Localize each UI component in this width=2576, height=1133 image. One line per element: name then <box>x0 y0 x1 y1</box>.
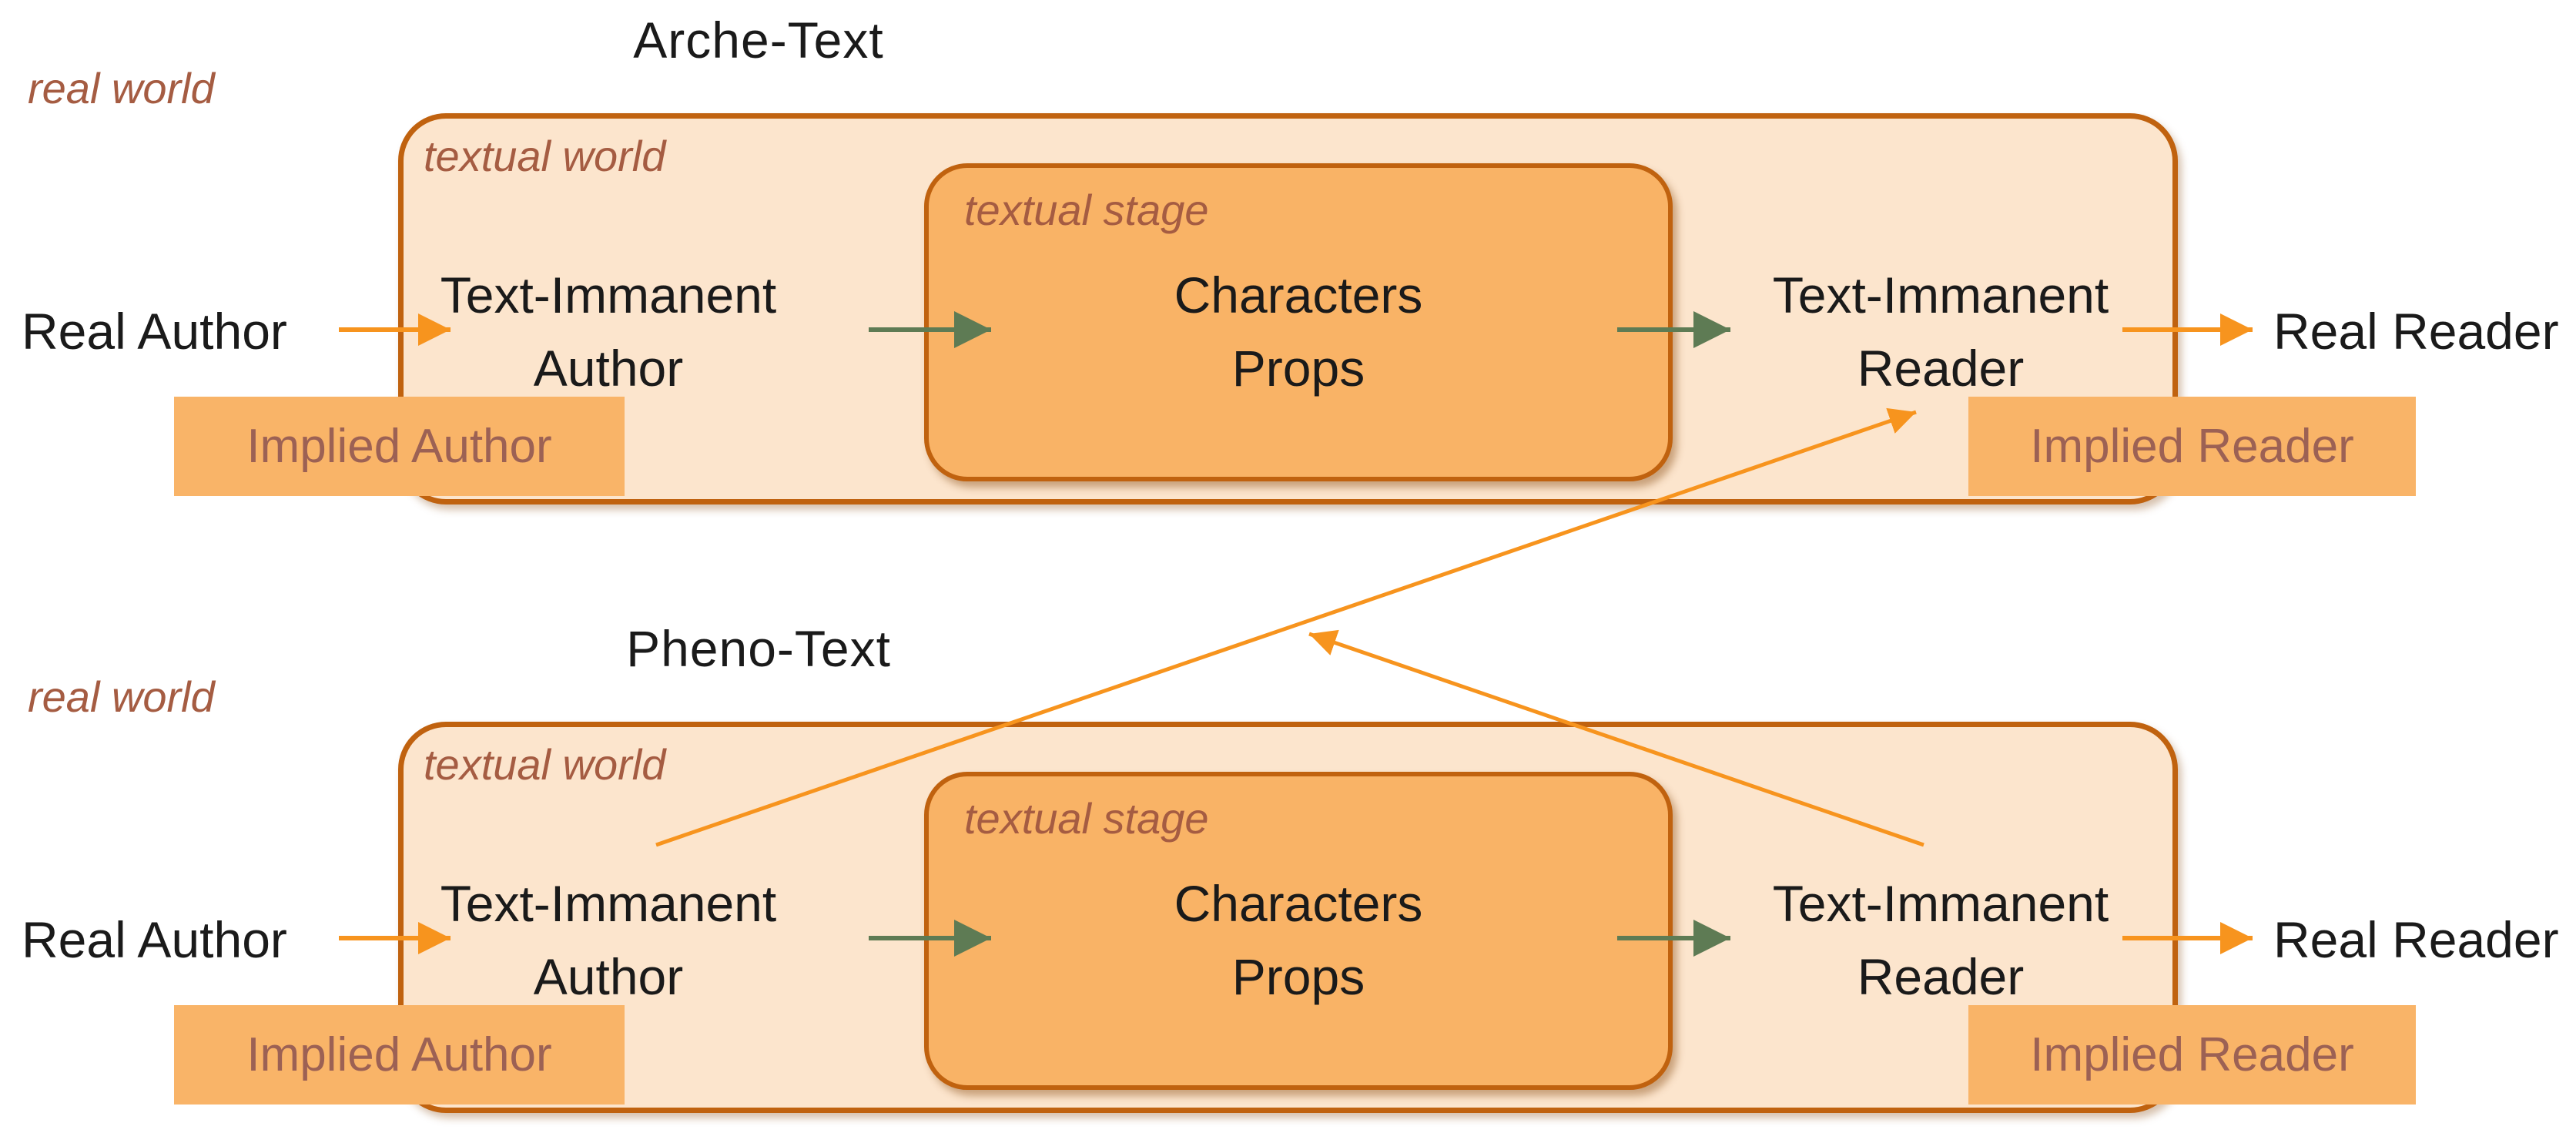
text-immanent-author-line1: Text-Immanent <box>440 875 777 932</box>
text-immanent-reader-line2: Reader <box>1857 340 2025 397</box>
characters-label: Characters <box>1174 266 1423 323</box>
text-immanent-author-line2: Author <box>533 340 684 397</box>
implied-author-box: Implied Author <box>174 1005 625 1105</box>
characters-props-label: Characters Props <box>1029 867 1568 1014</box>
props-label: Props <box>1231 340 1365 397</box>
diagram-title: Arche-Text <box>633 12 884 69</box>
implied-reader-box: Implied Reader <box>1968 397 2416 496</box>
characters-props-label: Characters Props <box>1029 259 1568 405</box>
arche-text-diagram: Arche-Text real world textual world text… <box>22 12 2559 504</box>
text-immanent-author-label: Text-Immanent Author <box>339 259 878 405</box>
textual-world-label: textual world <box>424 132 666 180</box>
implied-reader-label: Implied Reader <box>2030 1028 2354 1081</box>
implied-reader-box: Implied Reader <box>1968 1005 2416 1105</box>
props-label: Props <box>1231 948 1365 1005</box>
pheno-text-diagram: Pheno-Text real world textual world text… <box>0 608 2576 1133</box>
real-reader-label: Real Reader <box>2273 303 2559 360</box>
diagram-title: Pheno-Text <box>626 620 891 677</box>
real-author-label: Real Author <box>22 911 287 968</box>
text-immanent-reader-label: Text-Immanent Reader <box>1671 259 2210 405</box>
textual-stage-label: textual stage <box>964 186 1209 234</box>
text-immanent-author-label: Text-Immanent Author <box>339 867 878 1014</box>
text-immanent-author-line1: Text-Immanent <box>440 266 777 323</box>
real-world-label: real world <box>28 64 215 112</box>
text-immanent-reader-line1: Text-Immanent <box>1772 266 2109 323</box>
textual-stage-label: textual stage <box>964 794 1209 843</box>
real-reader-label: Real Reader <box>2273 911 2559 968</box>
characters-label: Characters <box>1174 875 1423 932</box>
real-world-label: real world <box>28 672 215 721</box>
implied-reader-label: Implied Reader <box>2030 420 2354 473</box>
text-immanent-reader-line2: Reader <box>1857 948 2025 1005</box>
implied-author-box: Implied Author <box>174 397 625 496</box>
text-immanent-reader-line1: Text-Immanent <box>1772 875 2109 932</box>
textual-world-label: textual world <box>424 740 666 789</box>
text-immanent-author-line2: Author <box>533 948 684 1005</box>
text-immanent-reader-label: Text-Immanent Reader <box>1671 867 2210 1014</box>
real-author-label: Real Author <box>22 303 287 360</box>
implied-author-label: Implied Author <box>246 1028 552 1081</box>
implied-author-label: Implied Author <box>246 420 552 473</box>
